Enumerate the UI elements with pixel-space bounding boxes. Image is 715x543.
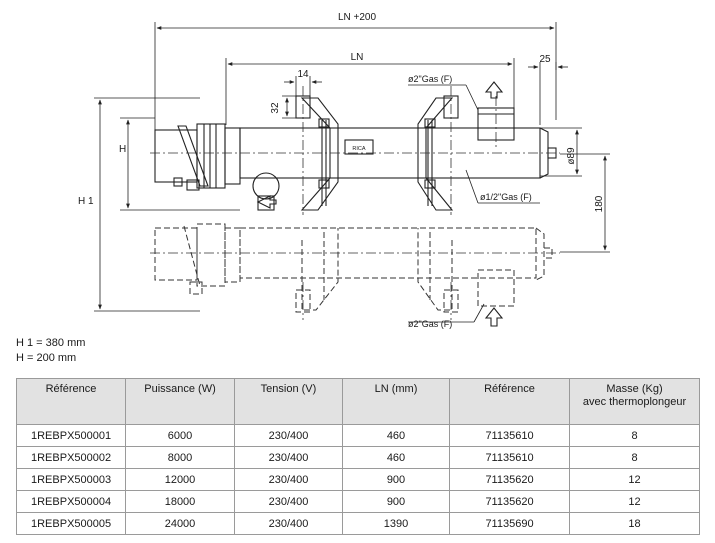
cell-ln: 900 (342, 490, 450, 513)
cell-reference-2: 71135690 (449, 512, 570, 535)
dim-32-label: 32 (270, 102, 281, 114)
cell-ln: 900 (342, 468, 450, 491)
cell-ln: 460 (342, 424, 450, 447)
cell-puissance: 24000 (125, 512, 235, 535)
table-row: 1REBPX500003 12000 230/400 900 71135620 … (16, 468, 700, 491)
cell-reference: 1REBPX500004 (16, 490, 126, 513)
dim-ln-label: LN (351, 52, 364, 63)
dim-25: 25 (528, 54, 568, 125)
header-puissance: Puissance (W) (125, 378, 235, 425)
cell-masse: 8 (569, 446, 700, 469)
header-tension: Tension (V) (234, 378, 343, 425)
port-top-label: ø2"Gas (F) (408, 74, 452, 84)
note-h: H = 200 mm (16, 352, 77, 364)
dim-h1-label: H 1 (78, 196, 94, 207)
cell-tension: 230/400 (234, 490, 343, 513)
dim-h-label: H (119, 144, 126, 155)
dim-14-label: 14 (297, 69, 309, 80)
cell-masse: 8 (569, 424, 700, 447)
cell-tension: 230/400 (234, 446, 343, 469)
table-row: 1REBPX500002 8000 230/400 460 71135610 8 (16, 446, 700, 469)
label-plate-text: RICA (352, 146, 365, 152)
cell-masse: 12 (569, 468, 700, 491)
header-ln: LN (mm) (342, 378, 450, 425)
port-top-callout: ø2"Gas (F) (408, 74, 504, 111)
cell-tension: 230/400 (234, 424, 343, 447)
header-reference: Référence (16, 378, 126, 425)
port-bottom-label: ø2"Gas (F) (408, 319, 452, 329)
dim-ln: LN (225, 52, 515, 125)
port-bottom-callout: ø2"Gas (F) (408, 303, 504, 329)
spec-table-header: Référence Puissance (W) Tension (V) LN (… (16, 378, 700, 425)
cell-masse: 18 (569, 512, 700, 535)
cell-puissance: 6000 (125, 424, 235, 447)
cell-puissance: 8000 (125, 446, 235, 469)
dim-h: H (119, 117, 240, 211)
cell-puissance: 18000 (125, 490, 235, 513)
header-reference-2: Référence (449, 378, 570, 425)
heater-body: RICA (150, 86, 560, 215)
cell-puissance: 12000 (125, 468, 235, 491)
dim-25-label: 25 (539, 54, 551, 65)
table-row: 1REBPX500004 18000 230/400 900 71135620 … (16, 490, 700, 513)
cell-reference-2: 71135620 (449, 490, 570, 513)
cell-reference-2: 71135620 (449, 468, 570, 491)
dim-180: 180 (560, 153, 610, 253)
dim-ln-plus-200-label: LN +200 (338, 12, 377, 23)
note-h1: H 1 = 380 mm (16, 337, 86, 349)
cell-ln: 1390 (342, 512, 450, 535)
dim-h1: H 1 (78, 97, 200, 312)
cell-reference: 1REBPX500001 (16, 424, 126, 447)
cell-reference: 1REBPX500005 (16, 512, 126, 535)
cell-tension: 230/400 (234, 468, 343, 491)
table-row: 1REBPX500005 24000 230/400 1390 71135690… (16, 512, 700, 535)
cell-masse: 12 (569, 490, 700, 513)
dim-180-label: 180 (594, 195, 605, 212)
cell-reference: 1REBPX500002 (16, 446, 126, 469)
cell-reference-2: 71135610 (449, 424, 570, 447)
heater-body-alt-position (150, 223, 560, 320)
cell-reference: 1REBPX500003 (16, 468, 126, 491)
port-side-callout: ø1/2"Gas (F) (256, 169, 540, 209)
cell-tension: 230/400 (234, 512, 343, 535)
cell-reference-2: 71135610 (449, 446, 570, 469)
header-masse: Masse (Kg) avec thermoplongeur (569, 378, 700, 425)
cell-ln: 460 (342, 446, 450, 469)
table-row: 1REBPX500001 6000 230/400 460 71135610 8 (16, 424, 700, 447)
dim-ln-plus-200: LN +200 (154, 12, 557, 130)
dimension-notes: H 1 = 380 mm H = 200 mm (16, 336, 85, 366)
spec-table: Référence Puissance (W) Tension (V) LN (… (16, 378, 700, 535)
dim-89-label: ø89 (566, 147, 577, 165)
dim-89: ø89 (540, 127, 582, 177)
technical-drawing: LN +200 LN 25 14 32 H (78, 12, 610, 329)
port-side-label: ø1/2"Gas (F) (480, 192, 532, 202)
